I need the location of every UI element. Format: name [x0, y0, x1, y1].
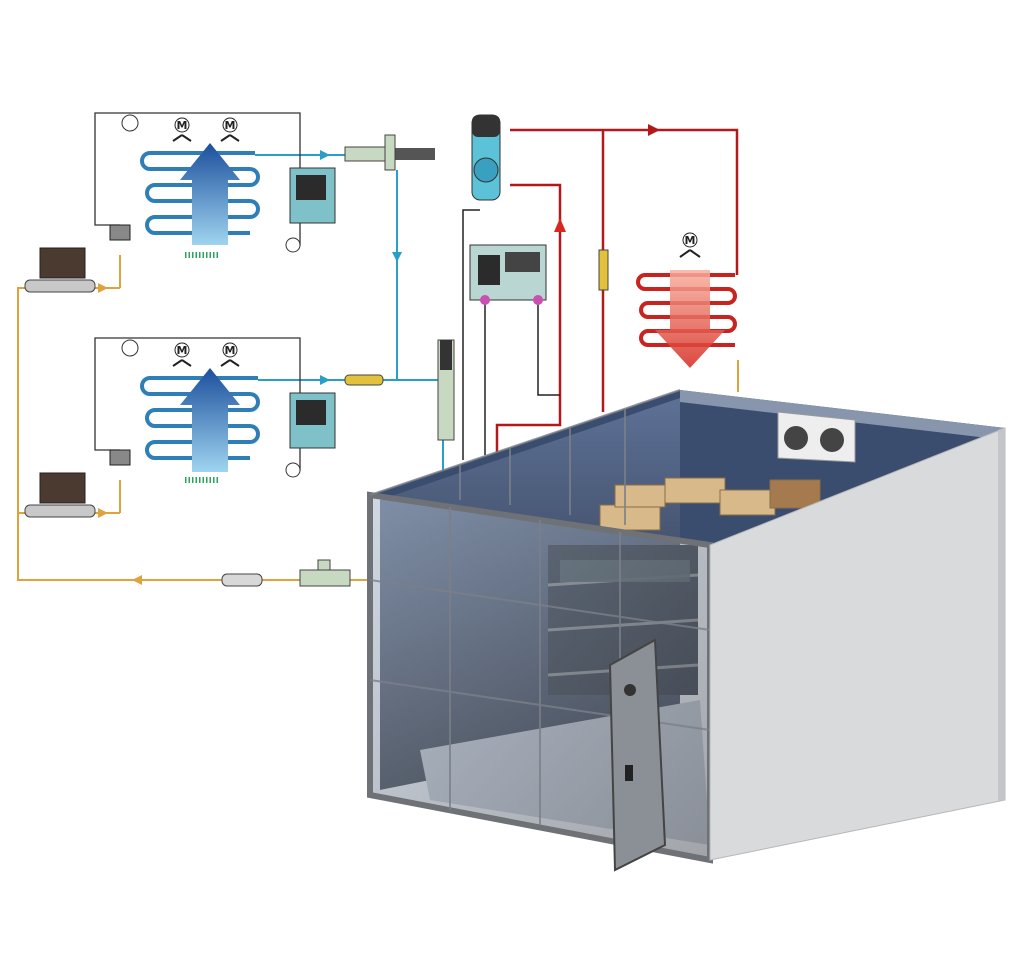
- cold-room: [367, 389, 1006, 872]
- flow-arrow-icon: [98, 508, 108, 518]
- flow-arrow-icon: [132, 575, 142, 585]
- motor-label: M: [177, 119, 188, 132]
- flow-arrow-icon: [554, 218, 566, 232]
- flow-arrow-icon: [392, 252, 402, 262]
- flow-arrow-icon: [648, 124, 660, 136]
- flow-arrow-icon: [320, 375, 330, 385]
- motor-label: M: [685, 234, 696, 247]
- cold-room-door[interactable]: [608, 638, 667, 872]
- storage-boxes: [599, 477, 821, 531]
- motor-label: M: [177, 344, 188, 357]
- motor-label: M: [225, 344, 236, 357]
- pressure-valve-icon: [344, 134, 455, 441]
- motor-label: M: [225, 119, 236, 132]
- condenser-fan-icon: M: [679, 232, 701, 258]
- flow-arrow-icon: [320, 150, 330, 160]
- suction-line: [255, 154, 444, 470]
- sight-glass-icon: [598, 249, 609, 291]
- accumulator-icon: [471, 114, 501, 201]
- compressor-unit-icon: [469, 244, 547, 305]
- control-wires: [462, 209, 560, 460]
- evaporator-unit-indoor: [777, 411, 856, 463]
- condenser-coil: [636, 270, 737, 368]
- flow-arrow-icon: [98, 283, 108, 293]
- filter-drier-icon: [221, 559, 351, 587]
- evaporator-unit-1: M M: [24, 112, 336, 293]
- evaporator-unit-2: M M: [24, 337, 336, 518]
